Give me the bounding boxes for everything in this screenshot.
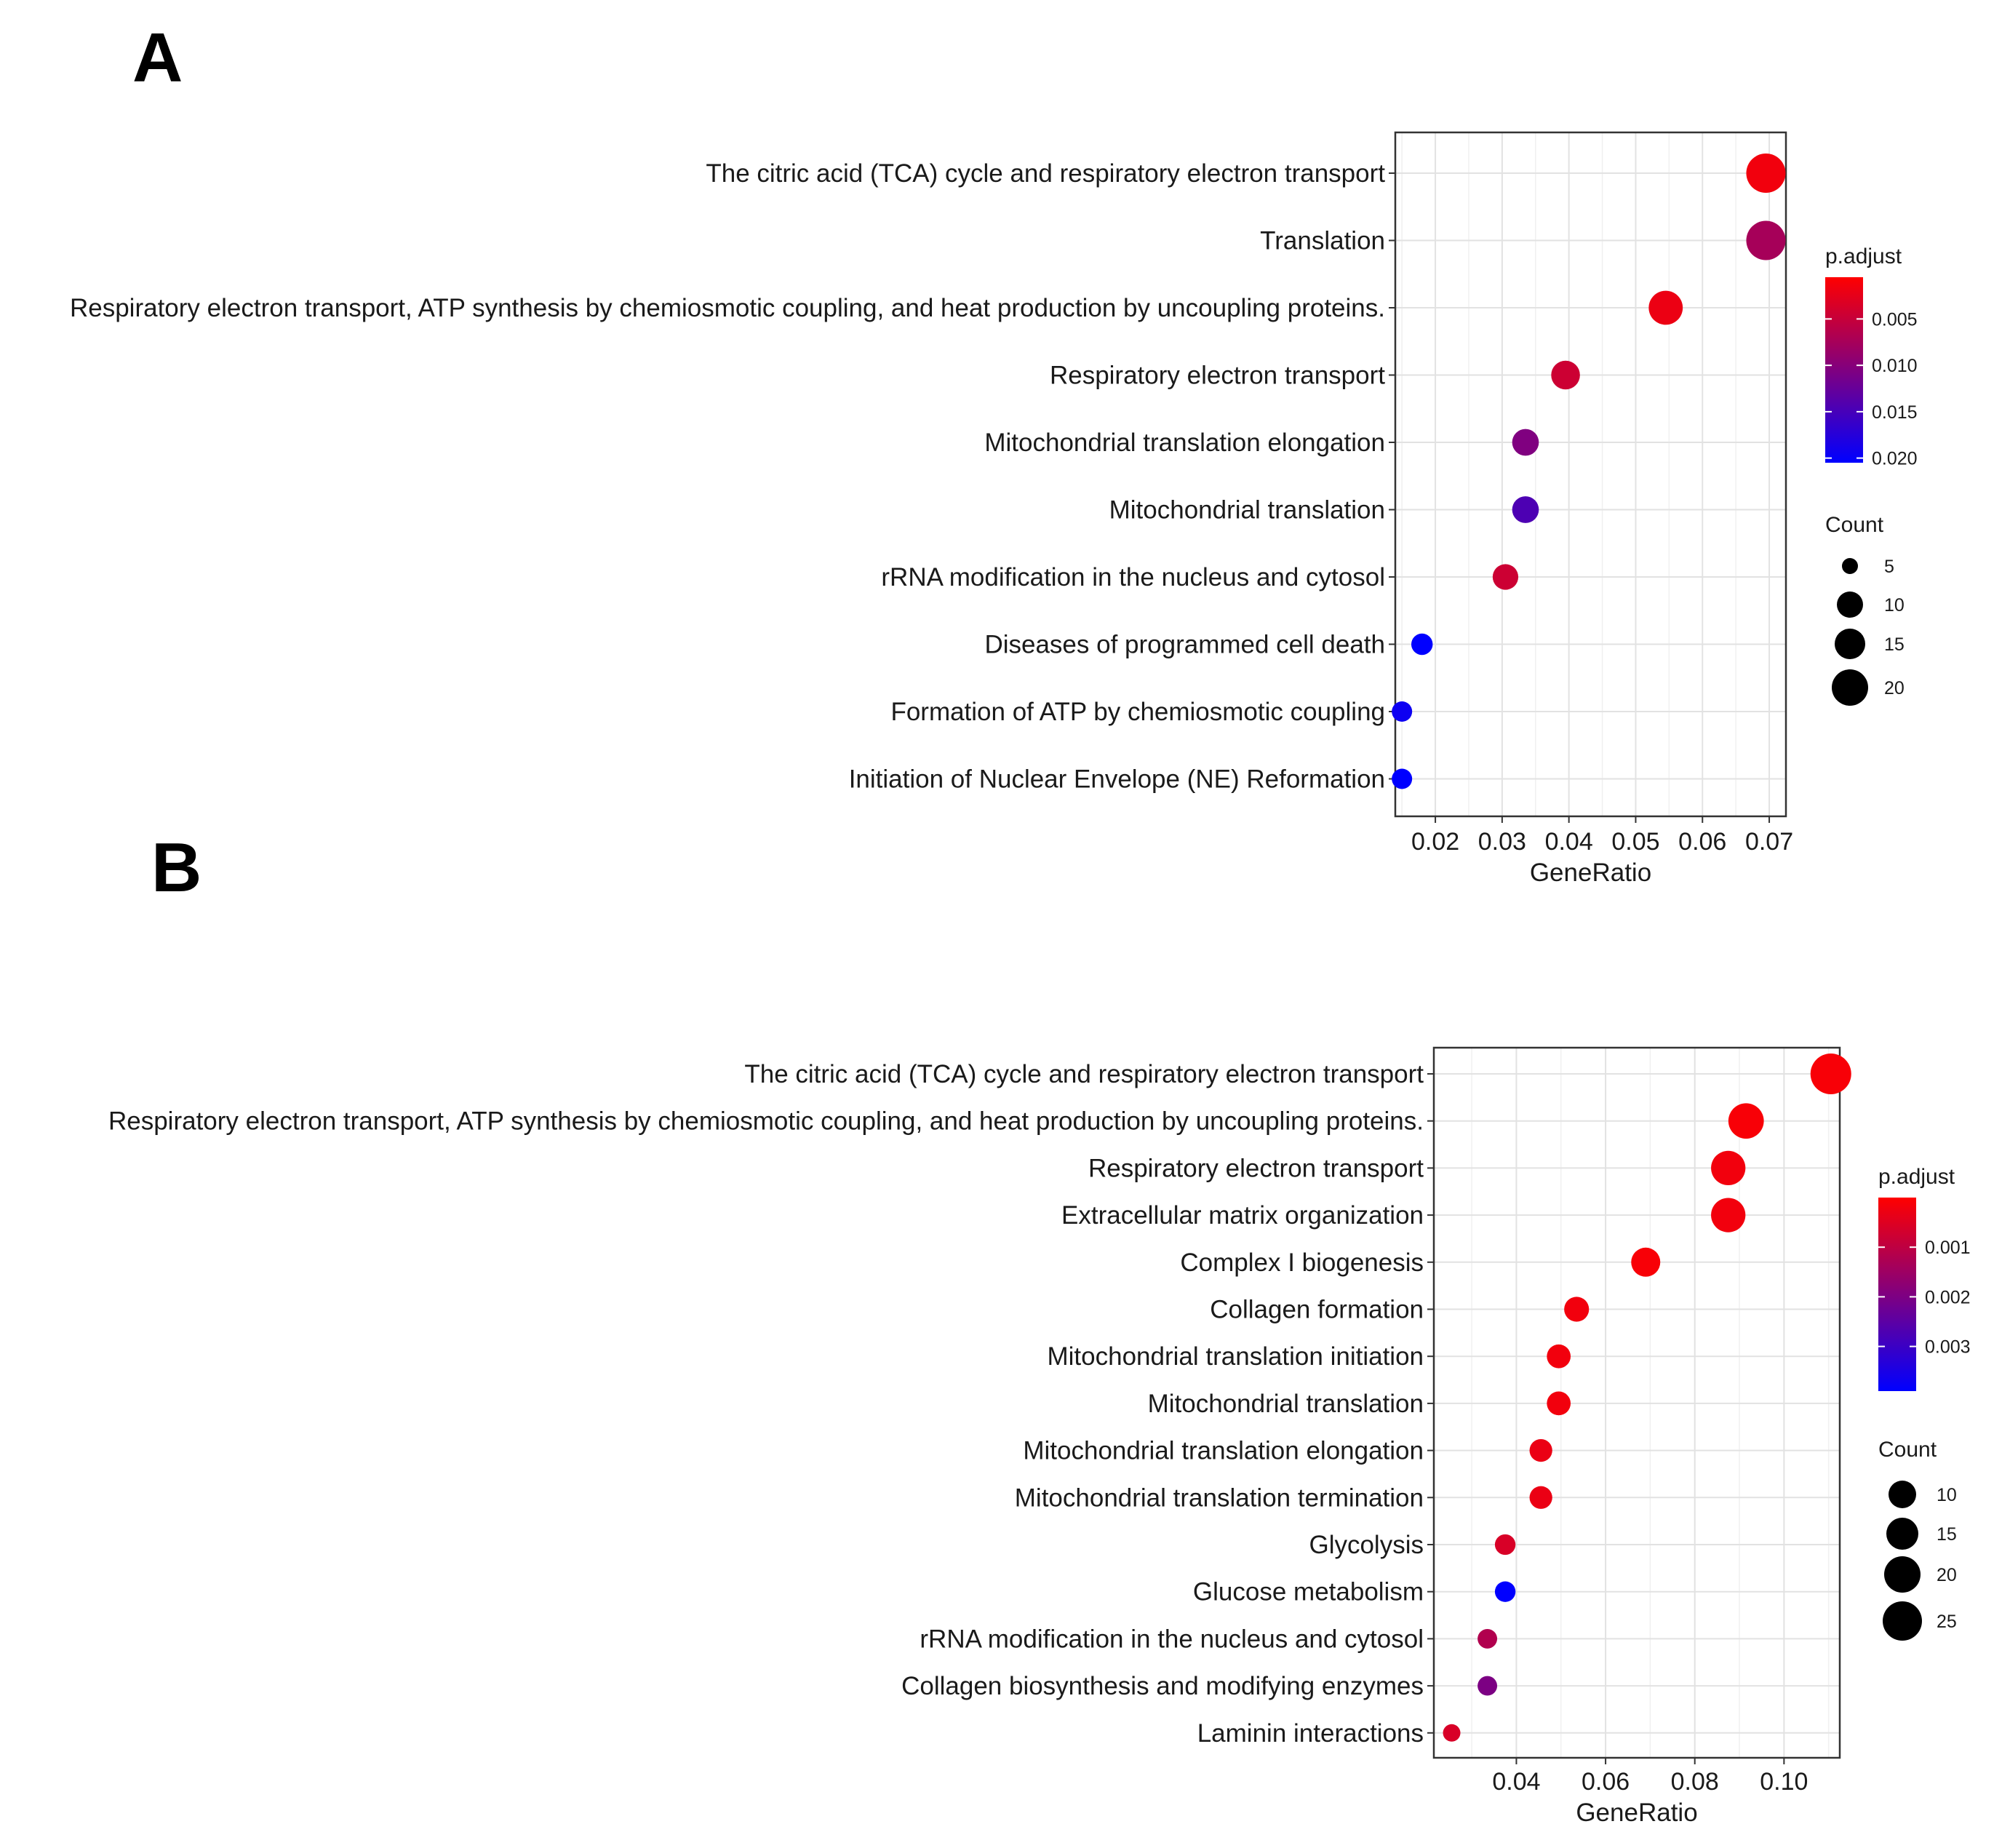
term-label: Respiratory electron transport — [1050, 362, 1385, 390]
data-point — [1512, 496, 1539, 523]
size-legend-dot — [1886, 1518, 1918, 1550]
x-tick-label: 0.06 — [1582, 1768, 1630, 1796]
size-legend-title: Count — [1878, 1438, 1937, 1462]
panel-label: B — [151, 829, 202, 907]
term-label: Respiratory electron transport, ATP synt… — [70, 294, 1385, 322]
size-legend-label: 15 — [1884, 634, 1905, 655]
color-legend-label: 0.001 — [1925, 1238, 1971, 1258]
data-point — [1631, 1247, 1661, 1277]
size-legend-dot — [1837, 592, 1863, 618]
size-legend-dot — [1832, 669, 1868, 706]
size-legend-label: 5 — [1884, 557, 1894, 577]
term-label: Mitochondrial translation elongation — [1023, 1437, 1424, 1465]
color-legend-label: 0.003 — [1925, 1337, 1971, 1358]
size-legend-label: 20 — [1937, 1565, 1957, 1585]
term-label: Complex I biogenesis — [1180, 1248, 1424, 1277]
term-label: The citric acid (TCA) cycle and respirat… — [706, 159, 1385, 188]
data-point — [1648, 290, 1683, 325]
term-label: Respiratory electron transport — [1088, 1154, 1424, 1182]
term-label: Laminin interactions — [1197, 1719, 1424, 1748]
color-legend-title: p.adjust — [1878, 1165, 1955, 1189]
data-point — [1392, 768, 1413, 789]
size-legend-dot — [1835, 629, 1865, 659]
size-legend-label: 10 — [1937, 1485, 1957, 1505]
x-tick-label: 0.03 — [1478, 828, 1526, 856]
size-legend-label: 15 — [1937, 1524, 1957, 1545]
term-label: rRNA modification in the nucleus and cyt… — [920, 1625, 1424, 1653]
panel-label: A — [132, 19, 183, 97]
data-point — [1512, 429, 1539, 456]
plot-area — [1395, 132, 1786, 816]
x-axis-title: GeneRatio — [1576, 1799, 1697, 1827]
term-label: Glycolysis — [1309, 1531, 1424, 1559]
color-legend-label: 0.005 — [1872, 309, 1918, 330]
term-label: Mitochondrial translation initiation — [1048, 1342, 1424, 1371]
size-legend-dot — [1842, 558, 1858, 574]
panel-a: A The citric acid (TCA) cycle and respira… — [70, 19, 1918, 887]
data-point — [1529, 1486, 1552, 1509]
size-legend-label: 20 — [1884, 678, 1905, 698]
data-point — [1711, 1150, 1746, 1186]
x-tick-label: 0.02 — [1411, 828, 1459, 856]
x-axis-title: GeneRatio — [1530, 859, 1651, 887]
color-legend-label: 0.002 — [1925, 1287, 1971, 1307]
data-point — [1392, 701, 1413, 722]
data-point — [1547, 1344, 1571, 1369]
panel-b: B The citric acid (TCA) cycle and respira… — [108, 829, 1971, 1827]
term-label: Collagen biosynthesis and modifying enzy… — [901, 1672, 1424, 1700]
color-legend-label: 0.015 — [1872, 402, 1918, 423]
size-legend-label: 10 — [1884, 595, 1905, 616]
data-point — [1477, 1676, 1498, 1696]
x-tick-label: 0.10 — [1760, 1768, 1808, 1796]
term-label: Formation of ATP by chemiosmotic couplin… — [890, 698, 1385, 726]
term-label: Mitochondrial translation termination — [1015, 1483, 1424, 1512]
data-point — [1529, 1438, 1552, 1462]
size-legend-dot — [1889, 1481, 1916, 1508]
data-point — [1494, 1534, 1516, 1556]
plot-border — [1394, 131, 1787, 818]
term-label: Extracellular matrix organization — [1061, 1201, 1424, 1230]
x-tick-label: 0.06 — [1678, 828, 1726, 856]
term-label: Mitochondrial translation — [1148, 1390, 1424, 1418]
term-label: Initiation of Nuclear Envelope (NE) Refo… — [849, 765, 1385, 794]
size-legend-dot — [1883, 1601, 1922, 1641]
data-point — [1547, 1391, 1571, 1416]
x-tick-label: 0.04 — [1545, 828, 1593, 856]
data-point — [1551, 360, 1580, 390]
x-tick-label: 0.08 — [1671, 1768, 1719, 1796]
x-tick-label: 0.05 — [1611, 828, 1659, 856]
term-label: rRNA modification in the nucleus and cyt… — [881, 563, 1385, 592]
data-point — [1477, 1628, 1498, 1649]
term-label: Mitochondrial translation — [1109, 496, 1385, 525]
data-point — [1728, 1103, 1764, 1139]
data-point — [1443, 1724, 1461, 1742]
data-point — [1810, 1054, 1851, 1094]
term-label: Collagen formation — [1210, 1296, 1424, 1324]
color-bar — [1878, 1198, 1916, 1391]
x-tick-label: 0.04 — [1492, 1768, 1540, 1796]
data-point — [1494, 1581, 1516, 1602]
color-legend-label: 0.010 — [1872, 356, 1918, 376]
color-bar — [1825, 277, 1863, 463]
data-point — [1711, 1198, 1746, 1232]
size-legend-dot — [1884, 1556, 1921, 1593]
term-label: Glucose metabolism — [1193, 1578, 1424, 1606]
term-label: Mitochondrial translation elongation — [984, 429, 1385, 457]
color-legend-title: p.adjust — [1825, 244, 1902, 268]
x-tick-label: 0.07 — [1745, 828, 1793, 856]
data-point — [1746, 154, 1786, 193]
term-label: The citric acid (TCA) cycle and respirat… — [744, 1060, 1424, 1088]
data-point — [1746, 220, 1786, 260]
size-legend-title: Count — [1825, 513, 1884, 537]
term-label: Translation — [1260, 227, 1385, 255]
term-label: Diseases of programmed cell death — [984, 631, 1385, 659]
data-point — [1564, 1297, 1590, 1322]
data-point — [1492, 564, 1519, 590]
size-legend-label: 25 — [1937, 1612, 1957, 1632]
data-point — [1411, 633, 1433, 656]
term-label: Respiratory electron transport, ATP synt… — [108, 1107, 1424, 1136]
color-legend-label: 0.020 — [1872, 449, 1918, 469]
